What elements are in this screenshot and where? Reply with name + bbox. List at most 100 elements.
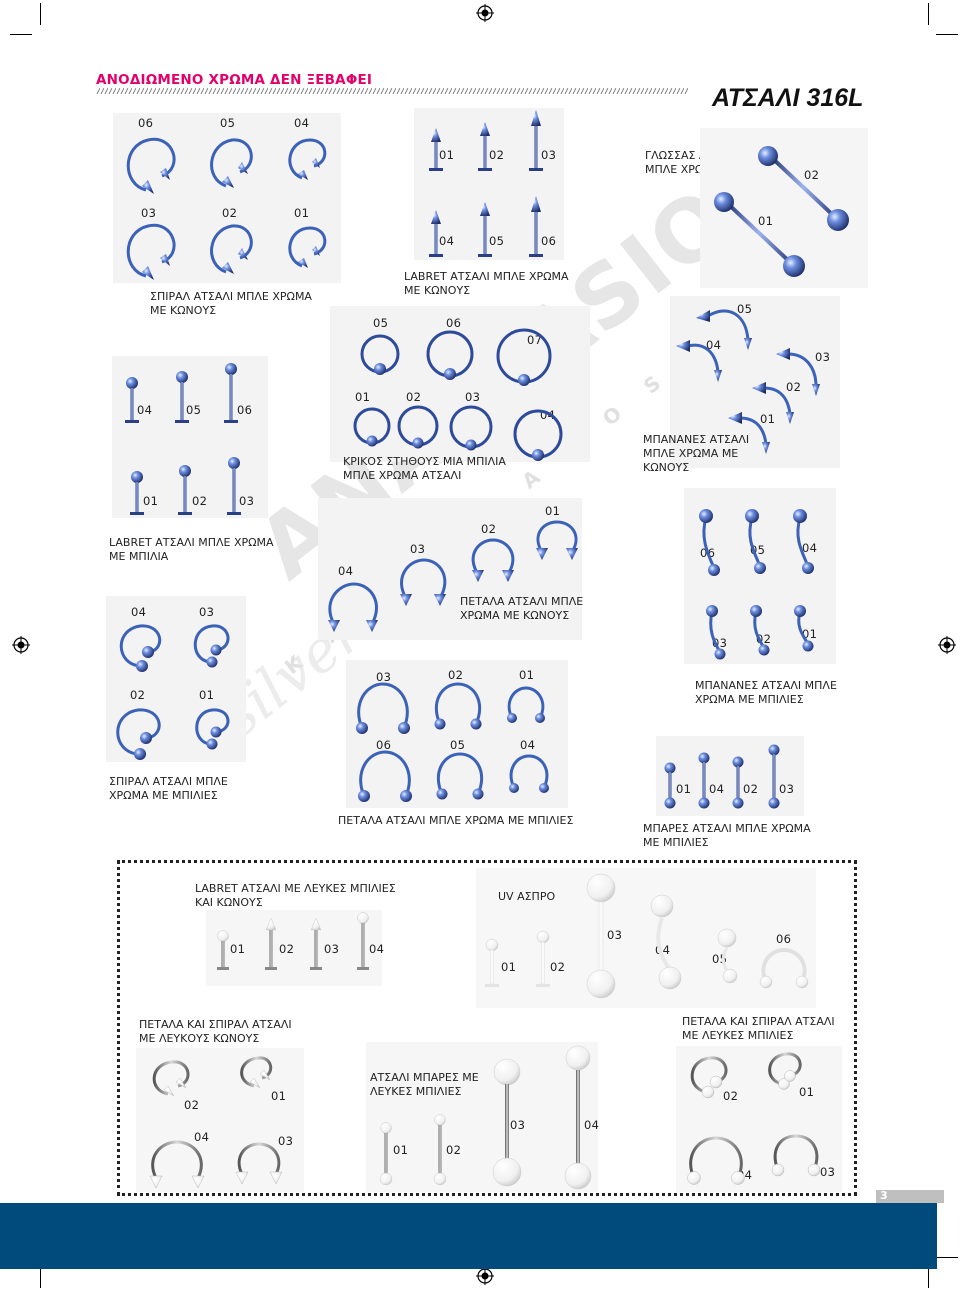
horseshoe-ball-piece <box>356 682 410 734</box>
section-label: LABRET ΑΤΣΑΛΙ ΜΕ ΛΕΥΚΕΣ ΜΠΙΛΙΕΣ ΚΑΙ ΚΩΝΟ… <box>195 882 396 909</box>
item-number: 04 <box>131 605 147 619</box>
spiral-ball-piece <box>116 708 161 760</box>
section-label: LABRET ΑΤΣΑΛΙ ΜΠΛΕ ΧΡΩΜΑ ΜΕ ΜΠΙΛΙΑ <box>109 536 274 563</box>
item-number: 01 <box>799 1085 815 1099</box>
section-label: LABRET ΑΤΣΑΛΙ ΜΠΛΕ ΧΡΩΜΑ ΜΕ ΚΩΝΟΥΣ <box>404 270 569 297</box>
item-number: 01 <box>143 494 159 508</box>
section-label: ΠΕΤΑΛΑ ΑΤΣΑΛΙ ΜΠΛΕ ΧΡΩΜΑ ΜΕ ΚΩΝΟΥΣ <box>460 595 584 622</box>
section-label: ΜΠΑΝΑΝΕΣ ΑΤΣΑΛΙ ΜΠΛΕ ΧΡΩΜΑ ΜΕ ΜΠΙΛΙΕΣ <box>695 679 837 706</box>
item-number: 06 <box>446 316 462 330</box>
spiral-white-ball-piece <box>690 1056 728 1099</box>
item-number: 02 <box>481 522 497 536</box>
item-number: 04 <box>706 338 722 352</box>
horseshoe-cone-piece <box>471 538 515 582</box>
banana-ball-piece <box>794 605 814 652</box>
item-number: 04 <box>802 541 818 555</box>
horseshoe-white-cone-piece <box>149 1140 205 1189</box>
item-number: 06 <box>776 932 792 946</box>
bar-ball-piece <box>698 752 710 809</box>
spiral-cone-piece <box>210 224 253 274</box>
horseshoe-white-ball-piece <box>687 1136 745 1185</box>
item-number: 03 <box>541 148 557 162</box>
item-number: 05 <box>489 234 505 248</box>
item-number: 02 <box>723 1089 739 1103</box>
spiral-white-ball-piece <box>768 1052 802 1090</box>
bar-white-piece <box>433 1114 447 1186</box>
section-label: ΚΡΙΚΟΣ ΣΤΗΘΟΥΣ ΜΙΑ ΜΠΙΛΙΑ ΜΠΛΕ ΧΡΩΜΑ ΑΤΣ… <box>343 455 506 482</box>
item-number: 04 <box>584 1118 600 1132</box>
item-number: 03 <box>820 1165 836 1179</box>
item-number: 03 <box>465 390 481 404</box>
hatched-divider <box>96 88 688 94</box>
item-number: 03 <box>278 1134 294 1148</box>
horseshoe-ball-piece <box>507 686 545 723</box>
labret-cone-piece <box>529 196 543 257</box>
item-number: 03 <box>779 782 795 796</box>
section-label: ΜΠΑΝΑΝΕΣ ΑΤΣΑΛΙ ΜΠΛΕ ΧΡΩΜΑ ΜΕ ΚΩΝΟΥΣ <box>643 433 750 474</box>
item-number: 02 <box>184 1098 200 1112</box>
item-number: 04 <box>369 942 385 956</box>
horseshoe-white-ball-piece <box>771 1134 821 1177</box>
bar-white-piece <box>564 1045 592 1190</box>
labret-white-piece <box>217 930 229 970</box>
item-number: 02 <box>786 380 802 394</box>
photo-labret-white <box>206 910 382 986</box>
spiral-white-cone-piece <box>240 1056 273 1089</box>
item-number: 03 <box>324 942 340 956</box>
banana-ball-piece <box>793 509 814 574</box>
item-number: 01 <box>199 688 215 702</box>
crop-mark <box>936 1257 958 1258</box>
item-number: 02 <box>448 668 464 682</box>
uv-banana-piece <box>650 894 682 990</box>
ring-ball-piece <box>449 405 493 451</box>
uv-bar-piece <box>586 873 616 999</box>
section-label: ΑΤΣΑΛΙ ΜΠΑΡΕΣ ΜΕ ΛΕΥΚΕΣ ΜΠΙΛΙΕΣ <box>370 1071 479 1098</box>
horseshoe-ball-piece <box>436 752 484 800</box>
registration-mark-icon <box>476 1267 494 1285</box>
item-number: 03 <box>815 350 831 364</box>
item-number: 03 <box>510 1118 526 1132</box>
uv-horseshoe-piece <box>759 947 809 989</box>
banana-ball-piece <box>706 605 726 660</box>
item-number: 06 <box>376 738 392 752</box>
labret-ball-piece <box>125 377 139 423</box>
item-number: 05 <box>220 116 236 130</box>
item-number: 02 <box>130 688 146 702</box>
bar-white-piece <box>492 1058 522 1187</box>
ring-ball-piece <box>397 405 439 449</box>
item-number: 01 <box>230 942 246 956</box>
photo-bars-white <box>366 1042 598 1192</box>
labret-cone-piece <box>529 110 543 171</box>
item-number: 01 <box>545 504 561 518</box>
tongue-bar-piece <box>714 192 805 277</box>
labret-cone-piece <box>478 122 492 171</box>
photo-horseshoe-cones <box>318 498 582 640</box>
footer-band <box>0 1203 937 1269</box>
uv-ring-piece <box>717 928 738 984</box>
item-number: 04 <box>439 234 455 248</box>
horseshoe-ball-piece <box>358 750 412 802</box>
labret-white-piece <box>357 912 369 970</box>
item-number: 01 <box>355 390 371 404</box>
item-number: 02 <box>279 942 295 956</box>
item-number: 04 <box>709 782 725 796</box>
item-number: 02 <box>743 782 759 796</box>
item-number: 01 <box>294 206 310 220</box>
crop-mark <box>936 34 958 35</box>
banana-cone-piece <box>776 348 820 396</box>
item-number: 04 <box>294 116 310 130</box>
section-label: ΣΠΙΡΑΛ ΑΤΣΑΛΙ ΜΠΛΕ ΧΡΩΜΑ ΜΕ ΚΩΝΟΥΣ <box>150 290 312 317</box>
banana-ball-piece <box>750 605 770 656</box>
banana-cone-piece <box>752 382 794 424</box>
page-number-tab <box>876 1190 944 1203</box>
section-label: ΠΕΤΑΛΑ ΑΤΣΑΛΙ ΜΠΛΕ ΧΡΩΜΑ ΜΕ ΜΠΙΛΙΕΣ <box>338 814 574 827</box>
spiral-ball-piece <box>193 624 230 668</box>
item-number: 02 <box>446 1143 462 1157</box>
registration-mark-icon <box>938 636 956 654</box>
uv-labret-piece <box>485 938 499 987</box>
bar-ball-piece <box>768 744 780 809</box>
labret-ball-piece <box>130 471 144 515</box>
labret-ball-piece <box>175 371 189 423</box>
labret-ball-piece <box>227 457 241 515</box>
item-number: 05 <box>186 403 202 417</box>
